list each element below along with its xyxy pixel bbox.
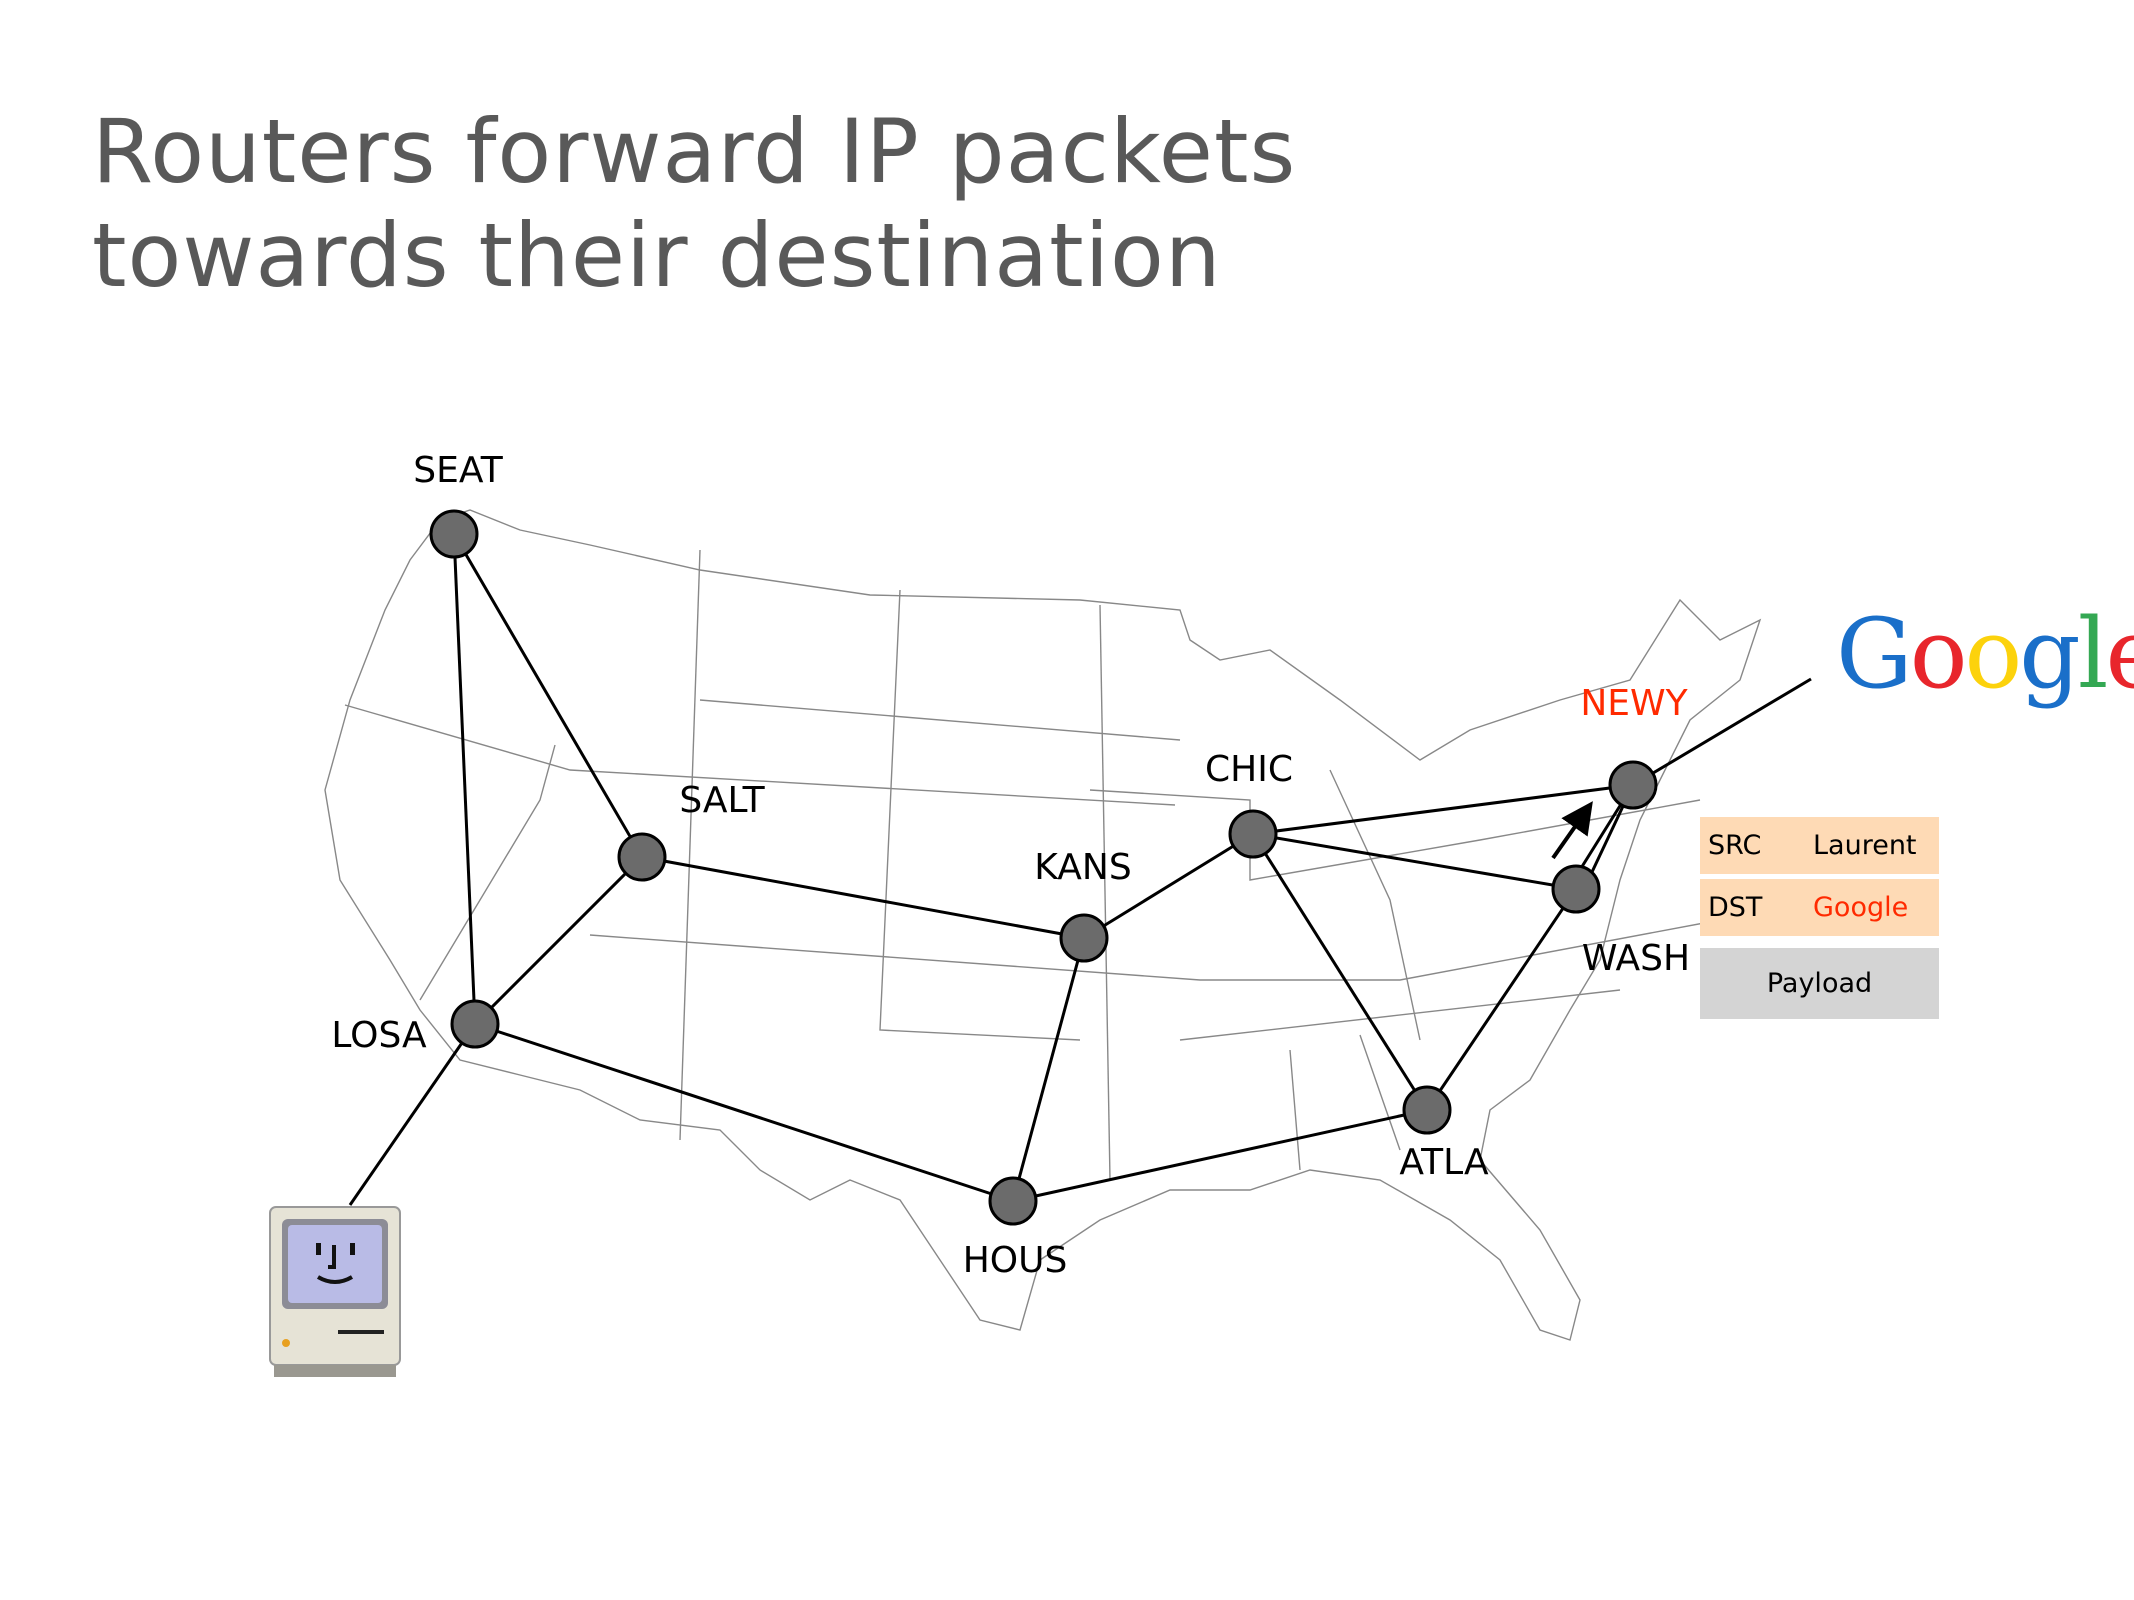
- link-atla-wash: [1425, 888, 1578, 1111]
- router-node-salt: [617, 832, 667, 882]
- src-key: SRC: [1708, 830, 1762, 861]
- link-chic-wash: [1252, 832, 1577, 891]
- router-node-hous: [988, 1176, 1038, 1226]
- router-label-salt: SALT: [679, 780, 765, 821]
- google-logo-letter: g: [2019, 598, 2080, 710]
- google-logo-letter: e: [2105, 598, 2134, 710]
- router-label-seat: SEAT: [413, 450, 503, 491]
- router-label-chic: CHIC: [1205, 749, 1293, 790]
- link-hous-atla: [1012, 1108, 1428, 1203]
- client-link: [348, 1023, 477, 1206]
- router-label-wash: WASH: [1581, 938, 1691, 979]
- router-node-losa: [450, 999, 500, 1049]
- link-kans-chic: [1083, 832, 1254, 940]
- router-node-seat: [429, 509, 479, 559]
- src-value: Laurent: [1813, 830, 1917, 861]
- link-seat-salt: [452, 533, 644, 858]
- router-label-newy: NEWY: [1580, 683, 1688, 724]
- link-salt-kans: [641, 855, 1085, 940]
- router-node-chic: [1228, 809, 1278, 859]
- link-kans-hous: [1011, 937, 1086, 1202]
- us-map-outline: [324, 509, 1762, 1341]
- link-chic-newy: [1252, 783, 1634, 836]
- router-links: [452, 533, 1635, 1203]
- title-line-1: Routers forward IP packets: [92, 100, 1297, 203]
- slide-title: Routers forward IP packets towards their…: [92, 100, 1296, 308]
- payload-label: Payload: [1766, 968, 1873, 999]
- router-label-hous: HOUS: [962, 1240, 1068, 1281]
- router-node-wash: [1551, 864, 1601, 914]
- router-label-kans: KANS: [1034, 847, 1132, 888]
- google-logo-letter: G: [1836, 598, 1913, 710]
- google-link: [1632, 677, 1812, 787]
- link-salt-losa: [473, 855, 644, 1026]
- packet-direction-arrow: [1551, 801, 1593, 860]
- computer-icon: [269, 1206, 401, 1377]
- packet-dst-row: DST Google: [1700, 879, 1939, 936]
- link-seat-losa: [452, 533, 477, 1025]
- dst-value: Google: [1813, 892, 1909, 923]
- link-chic-atla: [1251, 833, 1429, 1111]
- dst-key: DST: [1708, 892, 1763, 923]
- google-logo-letter: l: [2077, 598, 2109, 710]
- router-node-newy: [1608, 760, 1658, 810]
- google-logo-letter: o: [1909, 598, 1968, 710]
- router-label-atla: ATLA: [1399, 1142, 1489, 1183]
- google-logo: Google™: [1836, 598, 2134, 710]
- packet-payload: Payload: [1700, 948, 1939, 1019]
- router-node-kans: [1059, 913, 1109, 963]
- link-losa-hous: [474, 1022, 1014, 1203]
- packet-src-row: SRC Laurent: [1700, 817, 1939, 874]
- router-node-atla: [1402, 1085, 1452, 1135]
- router-label-losa: LOSA: [331, 1015, 427, 1056]
- title-line-2: towards their destination: [92, 204, 1222, 307]
- google-logo-letter: o: [1964, 598, 2022, 710]
